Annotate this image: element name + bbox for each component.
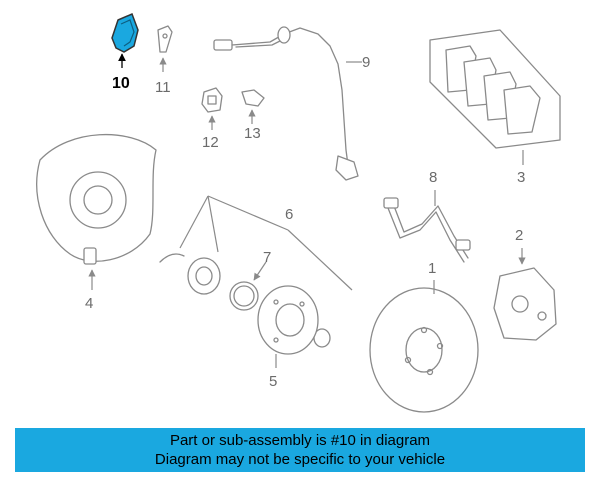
callout-7: 7 bbox=[263, 249, 271, 266]
part-8-hose[interactable]: 8 bbox=[383, 169, 471, 263]
part-4-backing-plate[interactable]: 4 bbox=[36, 134, 157, 312]
part-9-sensor[interactable]: 9 bbox=[213, 26, 370, 181]
callout-10: 10 bbox=[112, 75, 130, 92]
callout-11: 11 bbox=[155, 79, 171, 96]
info-banner: Part or sub-assembly is #10 in diagram D… bbox=[15, 428, 585, 472]
part-3-pads[interactable]: 3 bbox=[429, 29, 561, 186]
part-2-caliper[interactable]: 2 bbox=[493, 227, 557, 341]
part-6-bearing-kit[interactable]: 6 bbox=[159, 195, 353, 348]
callout-6: 6 bbox=[285, 206, 293, 223]
callout-3: 3 bbox=[517, 169, 525, 186]
callout-8: 8 bbox=[429, 169, 437, 186]
part-5-hub[interactable]: 5 bbox=[257, 285, 319, 390]
parts-diagram: 10 11 12 13 9 3 bbox=[36, 13, 561, 413]
banner-line-1: Part or sub-assembly is #10 in diagram bbox=[169, 432, 431, 449]
callout-13: 13 bbox=[244, 125, 261, 142]
callout-9: 9 bbox=[362, 54, 370, 71]
callout-4: 4 bbox=[85, 295, 93, 312]
callout-1: 1 bbox=[428, 260, 436, 277]
part-12-clip[interactable]: 12 bbox=[201, 87, 223, 151]
callout-2: 2 bbox=[515, 227, 523, 244]
part-13-clip[interactable]: 13 bbox=[241, 89, 265, 142]
callout-5: 5 bbox=[269, 373, 277, 390]
banner-line-2: Diagram may not be specific to your vehi… bbox=[154, 451, 446, 468]
part-10-bracket[interactable]: 10 bbox=[111, 13, 139, 92]
part-7-snap-ring[interactable]: 7 bbox=[229, 249, 271, 311]
callout-12: 12 bbox=[202, 134, 219, 151]
part-1-rotor[interactable]: 1 bbox=[369, 260, 479, 413]
part-11-clip[interactable]: 11 bbox=[155, 25, 173, 96]
